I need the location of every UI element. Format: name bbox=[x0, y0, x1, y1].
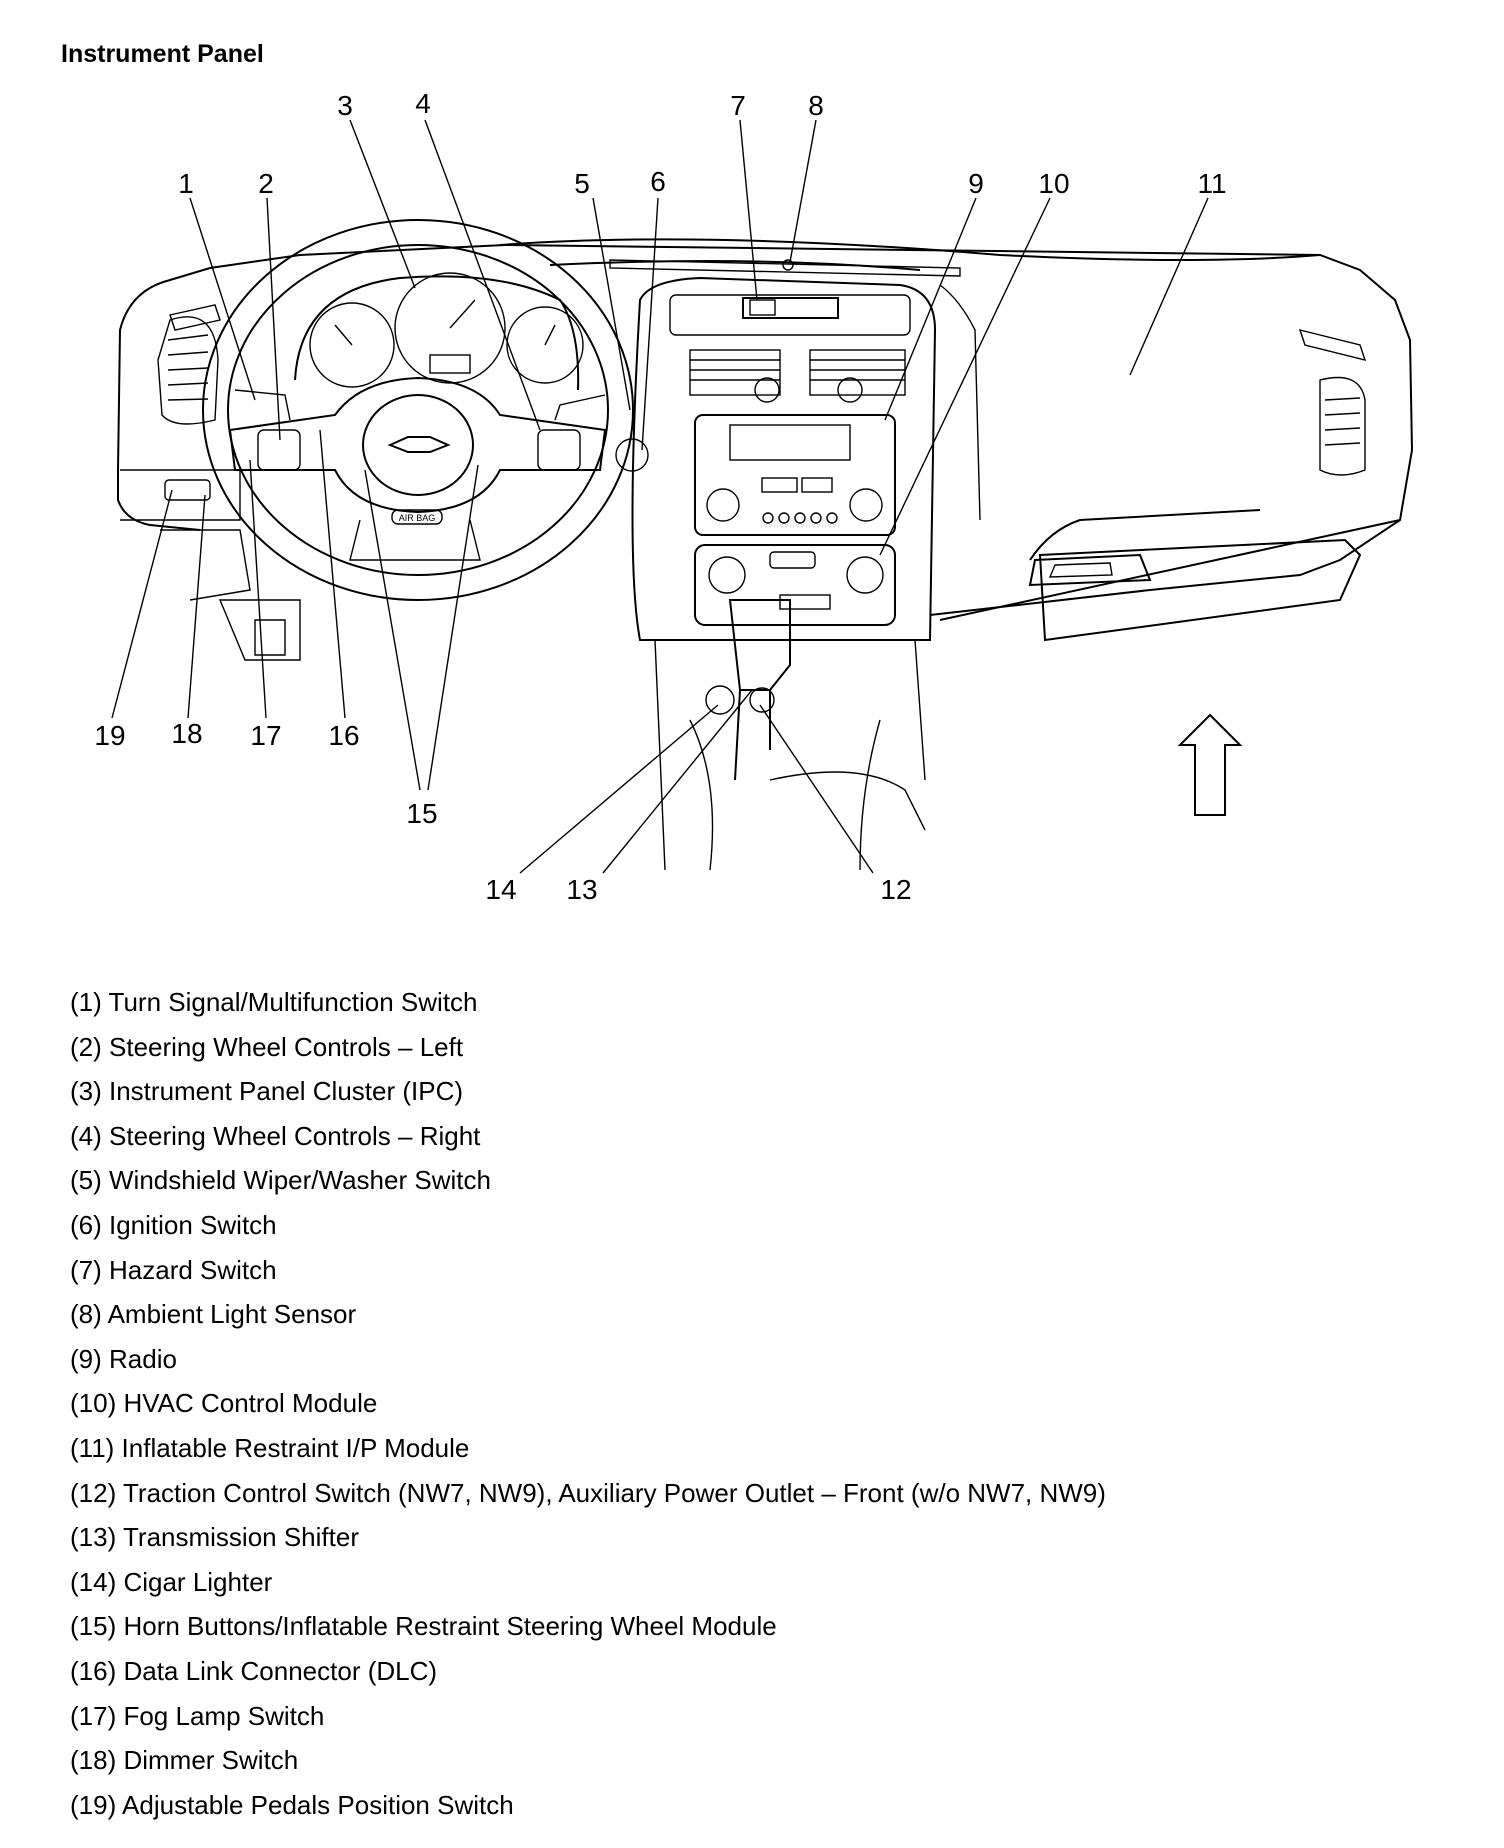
callout-5: 5 bbox=[574, 168, 590, 199]
legend-item: (8) Ambient Light Sensor bbox=[70, 1299, 357, 1330]
steering-wheel-drawing: AIR BAG bbox=[202, 219, 649, 601]
callout-15: 15 bbox=[406, 798, 437, 829]
callout-4: 4 bbox=[415, 88, 431, 119]
instrument-cluster-drawing bbox=[294, 272, 584, 391]
legend-item: (1) Turn Signal/Multifunction Switch bbox=[70, 987, 478, 1017]
callout-9: 9 bbox=[968, 168, 984, 199]
legend-item: (11) Inflatable Restraint I/P Module bbox=[70, 1432, 470, 1463]
callout-10: 10 bbox=[1038, 168, 1069, 199]
callout-2: 2 bbox=[258, 168, 274, 199]
legend-item: (18) Dimmer Switch bbox=[70, 1745, 299, 1776]
legend-item: (15) Horn Buttons/Inflatable Restraint S… bbox=[70, 1611, 777, 1642]
callout-13: 13 bbox=[566, 874, 597, 905]
instrument-panel-drawing: AIR BAG bbox=[94, 88, 1414, 905]
callout-1: 1 bbox=[178, 168, 194, 199]
callout-12: 12 bbox=[880, 874, 911, 905]
legend-item: (7) Hazard Switch bbox=[70, 1254, 277, 1285]
airbag-label: AIR BAG bbox=[399, 513, 436, 523]
callout-17: 17 bbox=[250, 720, 281, 751]
legend-item: (3) Instrument Panel Cluster (IPC) bbox=[70, 1076, 464, 1107]
legend-item: (14) Cigar Lighter bbox=[70, 1566, 273, 1597]
callout-7: 7 bbox=[730, 90, 746, 121]
legend-item: (12) Traction Control Switch (NW7, NW9),… bbox=[70, 1477, 1106, 1508]
leader-lines bbox=[111, 119, 1209, 874]
diagram-title: Instrument Panel bbox=[61, 40, 264, 68]
legend-item: (2) Steering Wheel Controls – Left bbox=[70, 1031, 464, 1062]
legend-item: (17) Fog Lamp Switch bbox=[70, 1700, 325, 1731]
legend-item: (10) HVAC Control Module bbox=[70, 1388, 378, 1419]
callout-19: 19 bbox=[94, 720, 125, 751]
callout-numbers: 1 2 3 4 5 6 7 8 9 10 11 12 13 14 15 16 1… bbox=[94, 88, 1226, 905]
callout-18: 18 bbox=[171, 718, 202, 749]
legend-item: (13) Transmission Shifter bbox=[70, 1522, 359, 1553]
callout-16: 16 bbox=[328, 720, 359, 751]
legend-item: (4) Steering Wheel Controls – Right bbox=[70, 1120, 481, 1151]
callout-3: 3 bbox=[337, 90, 353, 121]
forward-arrow-icon bbox=[1177, 713, 1243, 816]
legend-item: (16) Data Link Connector (DLC) bbox=[70, 1655, 438, 1686]
legend-item: (6) Ignition Switch bbox=[70, 1209, 277, 1240]
legend-item: (9) Radio bbox=[70, 1343, 177, 1374]
dashboard-outline bbox=[117, 238, 1414, 661]
callout-11: 11 bbox=[1197, 168, 1226, 199]
legend-item: (19) Adjustable Pedals Position Switch bbox=[70, 1789, 514, 1820]
callout-14: 14 bbox=[485, 874, 516, 905]
component-legend: (1) Turn Signal/Multifunction Switch (2)… bbox=[70, 980, 1106, 1827]
callout-8: 8 bbox=[808, 90, 824, 121]
legend-item: (5) Windshield Wiper/Washer Switch bbox=[70, 1165, 491, 1196]
callout-6: 6 bbox=[650, 166, 666, 197]
center-stack-drawing bbox=[631, 276, 937, 871]
